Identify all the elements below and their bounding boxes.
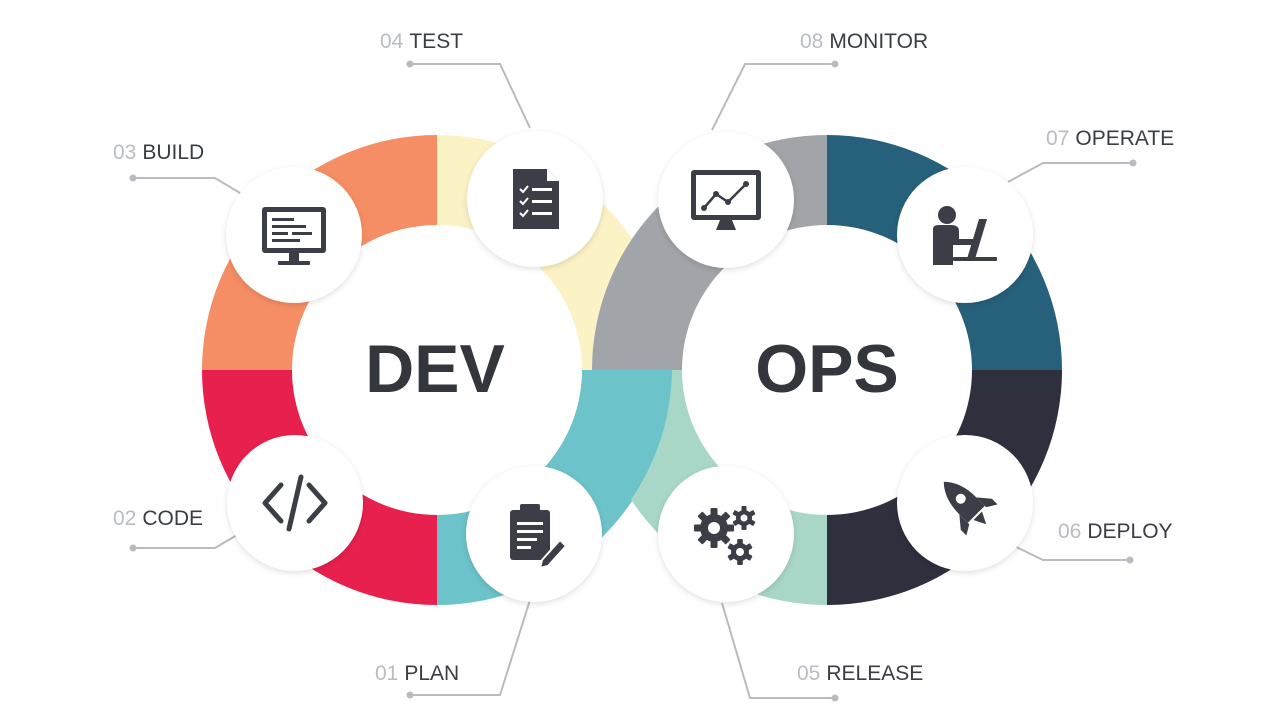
leader-deploy <box>1007 542 1130 561</box>
ops-title: OPS <box>755 331 899 407</box>
leader-dot-monitor <box>831 60 839 68</box>
node-operate <box>897 167 1033 303</box>
leader-dot-operate <box>1129 159 1137 167</box>
monitor-text-icon <box>262 207 326 265</box>
monitor-chart-icon <box>691 170 761 230</box>
clipboard-pencil-icon <box>510 504 568 570</box>
leader-monitor <box>711 63 835 131</box>
leader-dot-test <box>406 60 414 68</box>
leader-release <box>721 602 835 699</box>
leader-dot-release <box>831 694 839 702</box>
checklist-document-icon <box>513 169 559 229</box>
leader-dot-plan <box>406 691 414 699</box>
gears-icon <box>694 506 756 565</box>
rocket-icon <box>943 481 998 536</box>
leader-lines <box>129 60 1137 702</box>
leader-test <box>410 63 531 129</box>
code-brackets-icon <box>262 474 328 532</box>
leader-code <box>133 534 238 549</box>
leader-dot-build <box>129 174 137 182</box>
dev-title: DEV <box>365 331 505 407</box>
person-laptop-icon <box>933 206 997 265</box>
leader-dot-deploy <box>1126 556 1134 564</box>
leader-operate <box>1007 162 1133 183</box>
leader-build <box>133 177 241 194</box>
leader-plan <box>410 599 531 696</box>
leader-dot-code <box>129 544 137 552</box>
